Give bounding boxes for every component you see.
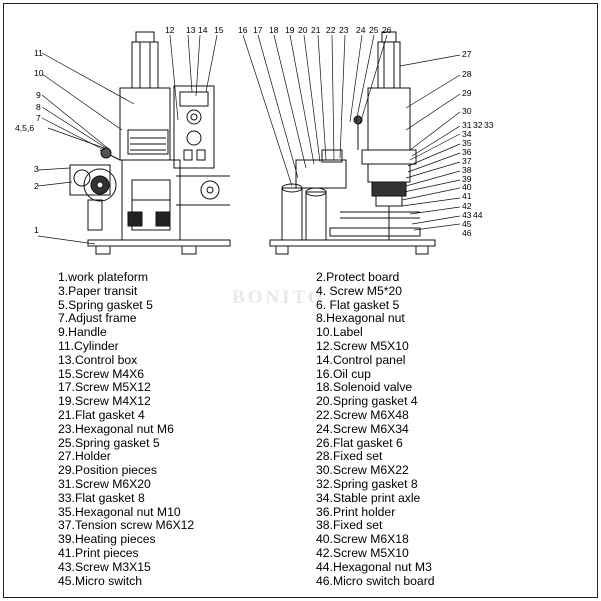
legend-item-27: 27.Holder bbox=[58, 449, 111, 464]
callout-13: 13 bbox=[186, 25, 196, 35]
callout-39: 39 bbox=[462, 174, 472, 184]
legend-item-34: 34.Stable print axle bbox=[316, 490, 421, 505]
legend-item-18: 18.Solenoid valve bbox=[316, 380, 413, 395]
callout-16: 16 bbox=[238, 25, 248, 35]
callout-22: 22 bbox=[326, 25, 336, 35]
callout-18: 18 bbox=[269, 25, 279, 35]
legend-item-24: 24.Screw M6X34 bbox=[316, 421, 409, 436]
legend-item-45: 45.Micro switch bbox=[58, 573, 142, 588]
callout-24: 24 bbox=[356, 25, 366, 35]
callout-15: 15 bbox=[214, 25, 224, 35]
callout-3: 3 bbox=[34, 164, 39, 174]
legend-item-37: 37.Tension screw M6X12 bbox=[58, 518, 195, 533]
legend-item-22: 22.Screw M6X48 bbox=[316, 408, 409, 422]
callout-7: 7 bbox=[36, 113, 41, 123]
callout-25: 25 bbox=[369, 25, 379, 35]
legend-item-19: 19.Screw M4X12 bbox=[58, 394, 151, 409]
callout-36: 36 bbox=[462, 147, 472, 157]
callout-2: 2 bbox=[34, 181, 39, 191]
legend-item-6: 6. Flat gasket 5 bbox=[316, 297, 400, 312]
legend-item-15: 15.Screw M4X6 bbox=[58, 366, 145, 381]
leader-lines bbox=[37, 34, 461, 245]
callout-9: 9 bbox=[36, 90, 41, 100]
legend-item-20: 20.Spring gasket 4 bbox=[316, 394, 418, 409]
legend-item-30: 30.Screw M6X22 bbox=[316, 463, 409, 478]
callout-33: 33 bbox=[484, 120, 494, 130]
legend-item-41: 41.Print pieces bbox=[58, 546, 139, 560]
callout-17: 17 bbox=[253, 25, 263, 35]
legend-item-4: 4. Screw M5*20 bbox=[316, 283, 403, 298]
callout-34: 34 bbox=[462, 129, 472, 139]
legend-item-39: 39.Heating pieces bbox=[58, 532, 156, 547]
parts-legend: 1.work plateform 2.Protect board 3.Paper t… bbox=[0, 265, 601, 590]
callout-46: 46 bbox=[462, 228, 472, 238]
legend-item-40: 40.Screw M6X18 bbox=[316, 532, 409, 547]
legend-item-3: 3.Paper transit bbox=[58, 283, 138, 298]
callout-12: 12 bbox=[165, 25, 175, 35]
legend-item-33: 33.Flat gasket 8 bbox=[58, 490, 145, 505]
front-view bbox=[69, 31, 231, 255]
callout-20: 20 bbox=[298, 25, 308, 35]
legend-item-44: 44.Hexagonal nut M3 bbox=[316, 559, 432, 574]
legend-item-10: 10.Label bbox=[316, 325, 363, 340]
legend-item-46: 46.Micro switch board bbox=[316, 573, 435, 588]
legend-item-7: 7.Adjust frame bbox=[58, 311, 137, 326]
machine-diagram: 1 2 3 4,5,6 7 8 9 10 11 12 13 14 15 16 1… bbox=[15, 25, 494, 255]
legend-item-25: 25.Spring gasket 5 bbox=[58, 435, 160, 450]
callout-41: 41 bbox=[462, 191, 472, 201]
callout-14: 14 bbox=[198, 25, 208, 35]
legend-item-8: 8.Hexagonal nut bbox=[316, 311, 405, 326]
legend-item-36: 36.Print holder bbox=[316, 504, 396, 519]
legend-item-12: 12.Screw M5X10 bbox=[316, 339, 409, 353]
legend-item-31: 31.Screw M6X20 bbox=[58, 477, 151, 491]
legend-item-16: 16.Oil cup bbox=[316, 366, 371, 381]
callout-1: 1 bbox=[34, 225, 39, 235]
legend-item-2: 2.Protect board bbox=[316, 270, 400, 284]
callout-28: 28 bbox=[462, 69, 472, 79]
callout-38: 38 bbox=[462, 165, 472, 175]
legend-item-14: 14.Control panel bbox=[316, 352, 406, 367]
image-frame bbox=[3, 3, 598, 598]
legend-item-1: 1.work plateform bbox=[58, 270, 149, 284]
callout-31: 31 bbox=[462, 120, 472, 130]
legend-item-35: 35.Hexagonal nut M10 bbox=[58, 504, 181, 519]
callout-4-5-6: 4,5,6 bbox=[15, 123, 34, 133]
legend-item-28: 28.Fixed set bbox=[316, 449, 383, 464]
side-view bbox=[269, 31, 436, 255]
callout-44: 44 bbox=[473, 210, 483, 220]
legend-item-17: 17.Screw M5X12 bbox=[58, 380, 151, 395]
callout-29: 29 bbox=[462, 88, 472, 98]
callout-42: 42 bbox=[462, 201, 472, 211]
callout-32: 32 bbox=[473, 120, 483, 130]
callout-labels: 1 2 3 4,5,6 7 8 9 10 11 12 13 14 15 16 1… bbox=[15, 25, 494, 238]
callout-35: 35 bbox=[462, 138, 472, 148]
callout-45: 45 bbox=[462, 219, 472, 229]
callout-27: 27 bbox=[462, 49, 472, 59]
legend-item-43: 43.Screw M3X15 bbox=[58, 559, 151, 574]
legend-item-23: 23.Hexagonal nut M6 bbox=[58, 421, 174, 436]
legend-item-26: 26.Flat gasket 6 bbox=[316, 435, 403, 450]
legend-item-21: 21.Flat gasket 4 bbox=[58, 408, 145, 422]
callout-21: 21 bbox=[311, 25, 321, 35]
callout-11: 11 bbox=[34, 48, 43, 58]
legend-item-13: 13.Control box bbox=[58, 352, 138, 367]
watermark-text: BONITO bbox=[232, 287, 326, 308]
legend-item-11: 11.Cylinder bbox=[58, 339, 119, 353]
legend-item-32: 32.Spring gasket 8 bbox=[316, 477, 418, 491]
callout-10: 10 bbox=[34, 68, 44, 78]
callout-43: 43 bbox=[462, 210, 472, 220]
callout-37: 37 bbox=[462, 156, 472, 166]
legend-item-29: 29.Position pieces bbox=[58, 463, 157, 478]
legend-item-9: 9.Handle bbox=[58, 325, 107, 340]
legend-item-5: 5.Spring gasket 5 bbox=[58, 297, 153, 312]
legend-item-38: 38.Fixed set bbox=[316, 518, 383, 533]
callout-40: 40 bbox=[462, 182, 472, 192]
callout-19: 19 bbox=[285, 25, 295, 35]
callout-26: 26 bbox=[382, 25, 392, 35]
callout-8: 8 bbox=[36, 102, 41, 112]
callout-23: 23 bbox=[339, 25, 349, 35]
legend-item-42: 42.Screw M5X10 bbox=[316, 546, 409, 560]
callout-30: 30 bbox=[462, 106, 472, 116]
